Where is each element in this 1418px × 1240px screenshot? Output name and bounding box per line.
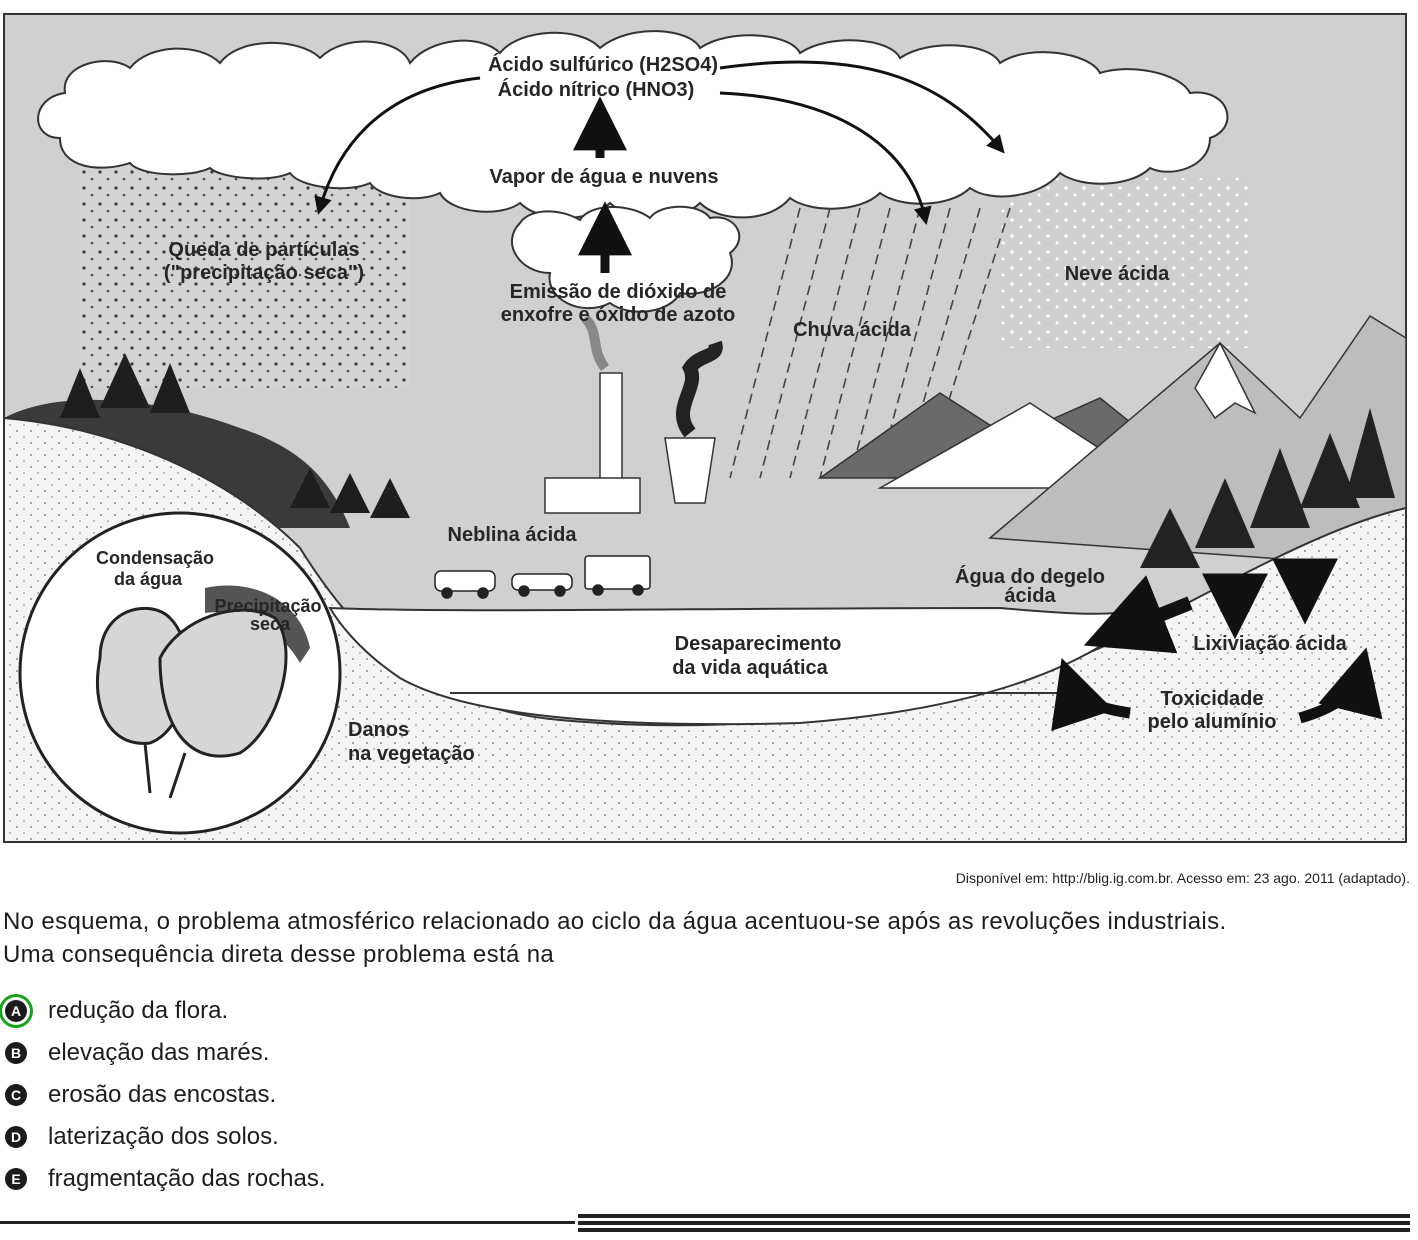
arrow-acid-snow: [719, 60, 1005, 154]
diagram-labels: Ácido sulfúrico (H2SO4) Ácido nítrico (H…: [96, 53, 1348, 765]
option-letter-d: D: [5, 1126, 27, 1148]
label-dry-precipitation-1: Precipitação: [214, 596, 321, 616]
arrow-dry-fall: [314, 76, 481, 215]
option-letter-c: C: [5, 1084, 27, 1106]
lake: [328, 606, 1154, 726]
label-sulfuric-acid: Ácido sulfúrico (H2SO4): [488, 53, 718, 76]
label-emission-2: enxofre e óxido de azoto: [501, 304, 735, 326]
option-text-e: fragmentação das rochas.: [48, 1165, 326, 1192]
label-aquatic-life-2: da vida aquática: [672, 657, 828, 679]
inset-dry-precip: [205, 585, 310, 663]
option-letter-a: A: [5, 1000, 27, 1022]
left-trees: [60, 353, 410, 518]
label-vegetation-damage-1: Danos: [348, 719, 409, 741]
label-aluminum-toxicity-2: pelo alumínio: [1148, 711, 1277, 733]
label-dry-precipitation-2: seca: [250, 614, 291, 634]
image-source-credit: Disponível em: http://blig.ig.com.br. Ac…: [955, 870, 1410, 886]
acid-snow-particles: [1000, 178, 1250, 348]
label-emission-1: Emissão de dióxido de: [510, 281, 727, 303]
label-nitric-acid: Ácido nítrico (HNO3): [498, 78, 695, 101]
arrow-leaching-left: [1083, 575, 1193, 654]
label-dry-fall-2: ("precipitação seca"): [164, 262, 364, 284]
footer-rule-left: [0, 1221, 575, 1224]
option-text-c: erosão das encostas.: [48, 1081, 277, 1108]
dry-fall-particles: [80, 158, 410, 388]
flow-arrows: [314, 60, 1383, 732]
label-water-vapor: Vapor de água e nuvens: [490, 166, 719, 188]
label-vegetation-damage-2: na vegetação: [348, 743, 475, 765]
option-letter-e: E: [5, 1168, 27, 1190]
option-text-d: laterização dos solos.: [48, 1123, 279, 1150]
label-acid-snow: Neve ácida: [1065, 263, 1170, 285]
leaf-pair: [95, 606, 288, 799]
question-line-2: Uma consequência direta desse problema e…: [3, 941, 555, 968]
label-aluminum-toxicity-1: Toxicidade: [1161, 688, 1264, 710]
right-trees: [1140, 408, 1395, 568]
arrow-toxicity-right: [1298, 647, 1383, 724]
factory: [544, 314, 723, 514]
option-text-a: redução da flora.: [48, 997, 229, 1024]
question-text: No esquema, o problema atmosférico relac…: [3, 905, 1410, 971]
option-c[interactable]: C erosão das encostas.: [0, 1074, 326, 1116]
option-a[interactable]: A redução da flora.: [0, 990, 326, 1032]
label-meltwater-2: ácida: [1004, 585, 1056, 607]
option-letter-b: B: [5, 1042, 27, 1064]
footer-rule-right: [578, 1214, 1410, 1234]
option-text-b: elevação das marés.: [48, 1039, 270, 1066]
question-line-1: No esquema, o problema atmosférico relac…: [3, 908, 1227, 935]
vehicles: [434, 555, 651, 599]
label-acid-leaching: Lixiviação ácida: [1193, 633, 1347, 655]
answer-options: A redução da flora. B elevação das marés…: [0, 990, 326, 1200]
arrow-acid-rain: [719, 91, 932, 226]
label-condensation-2: da água: [114, 569, 183, 589]
acid-rain-lines: [729, 207, 1011, 479]
label-acid-fog: Neblina ácida: [448, 524, 578, 546]
arrow-toxicity-left: [1051, 657, 1131, 732]
label-condensation-1: Condensação: [96, 548, 214, 568]
label-aquatic-life-1: Desaparecimento: [675, 633, 842, 655]
option-d[interactable]: D laterização dos solos.: [0, 1116, 326, 1158]
option-e[interactable]: E fragmentação das rochas.: [0, 1158, 326, 1200]
label-acid-rain: Chuva ácida: [793, 319, 912, 341]
label-meltwater-1: Água do degelo: [955, 565, 1105, 588]
acid-rain-diagram: Ácido sulfúrico (H2SO4) Ácido nítrico (H…: [3, 13, 1407, 843]
option-b[interactable]: B elevação das marés.: [0, 1032, 326, 1074]
label-dry-fall-1: Queda de partículas: [168, 239, 359, 261]
